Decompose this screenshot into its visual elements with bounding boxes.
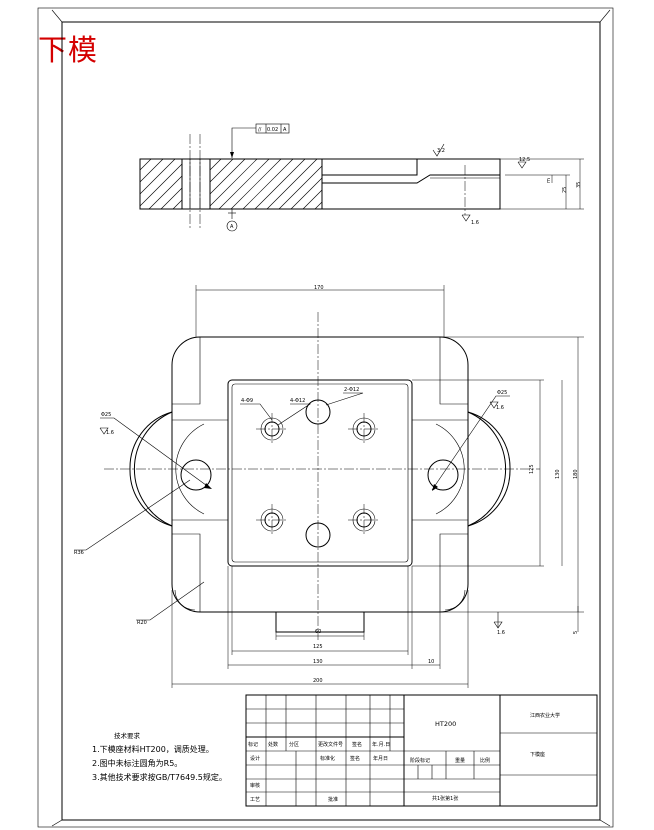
corner-marks [51, 9, 611, 827]
inner-border [61, 21, 601, 821]
roughness-marks [432, 143, 527, 222]
svg-text:更改文件号: 更改文件号 [318, 741, 343, 748]
svg-text:Φ25: Φ25 [497, 390, 507, 396]
tolerance-datum: A [283, 127, 287, 133]
outer-border [37, 7, 614, 828]
tech-notes: 技术要求 1.下模座材料HT200，调质处理。 2.图中未标注圆角为R5。 3.… [92, 729, 227, 785]
screw-holes [256, 413, 380, 536]
tech-note-1: 1.下模座材料HT200，调质处理。 [92, 745, 214, 754]
svg-text:R36: R36 [74, 550, 84, 556]
svg-text:125: 125 [313, 644, 323, 650]
svg-text:5: 5 [573, 631, 579, 634]
svg-text:m: m [546, 178, 552, 183]
material-label: HT200 [435, 720, 456, 728]
svg-text:3.2: 3.2 [437, 148, 445, 154]
svg-text:设计: 设计 [250, 755, 260, 762]
svg-text:2-Φ12: 2-Φ12 [344, 387, 359, 393]
svg-text:180: 180 [573, 469, 579, 479]
svg-text:年.月.日: 年.月.日 [372, 741, 390, 748]
svg-text:60: 60 [315, 629, 321, 635]
svg-text:比例: 比例 [480, 757, 490, 764]
svg-text:标准化: 标准化 [320, 755, 335, 762]
tolerance-symbol: // [258, 127, 262, 133]
svg-text:1.6: 1.6 [106, 430, 114, 436]
svg-text:200: 200 [313, 678, 323, 684]
part-name: 下模座 [530, 751, 545, 758]
svg-text:125: 125 [529, 464, 535, 474]
dim-170: 170 [314, 285, 324, 291]
svg-text:1.6: 1.6 [471, 220, 479, 226]
svg-text:35: 35 [576, 182, 582, 188]
svg-text:A: A [230, 224, 234, 230]
svg-text:工艺: 工艺 [250, 797, 260, 803]
svg-text:4-Φ9: 4-Φ9 [241, 398, 253, 404]
svg-text:标记: 标记 [248, 741, 258, 748]
plan-view: 170 [74, 285, 584, 688]
tech-note-3: 3.其他技术要求按GB/T7649.5规定。 [92, 773, 227, 782]
svg-text:4-Φ12: 4-Φ12 [290, 398, 305, 404]
svg-text:签名: 签名 [352, 741, 362, 748]
tech-note-2: 2.图中未标注圆角为R5。 [92, 759, 183, 768]
svg-text:分区: 分区 [289, 741, 299, 748]
svg-text:审核: 审核 [250, 782, 260, 789]
tolerance-frame: // 0.02 A [230, 123, 290, 158]
svg-text:130: 130 [555, 469, 561, 479]
svg-text:130: 130 [313, 659, 323, 665]
svg-text:批准: 批准 [328, 796, 338, 803]
hatch-left [139, 158, 183, 210]
svg-text:10: 10 [428, 659, 434, 665]
section-view: // 0.02 A A 3.2 12.5 1.6 [139, 123, 584, 232]
school-label: 江西农业大学 [530, 712, 560, 719]
title-block: HT200 江西农业大学 下模座 标记 处数 分区 更改文件号 签名 年.月.日… [245, 694, 598, 807]
drawing-title: 下模 [38, 33, 99, 67]
svg-text:重量: 重量 [455, 757, 465, 764]
svg-text:12.5: 12.5 [519, 157, 530, 163]
datum-a: A [226, 209, 238, 232]
hatch-right [209, 158, 323, 210]
svg-text:25: 25 [562, 187, 568, 193]
svg-text:1.6: 1.6 [496, 405, 504, 411]
svg-text:签名: 签名 [350, 755, 360, 762]
tech-notes-heading: 技术要求 [114, 732, 140, 740]
tolerance-value: 0.02 [267, 127, 278, 133]
svg-text:1.6: 1.6 [497, 630, 505, 636]
svg-text:阶段标记: 阶段标记 [410, 757, 430, 764]
svg-text:年月日: 年月日 [373, 755, 388, 762]
svg-text:Φ25: Φ25 [101, 412, 111, 418]
svg-text:共1张第1张: 共1张第1张 [432, 795, 458, 802]
svg-text:处数: 处数 [268, 741, 278, 748]
svg-text:R20: R20 [137, 620, 147, 626]
